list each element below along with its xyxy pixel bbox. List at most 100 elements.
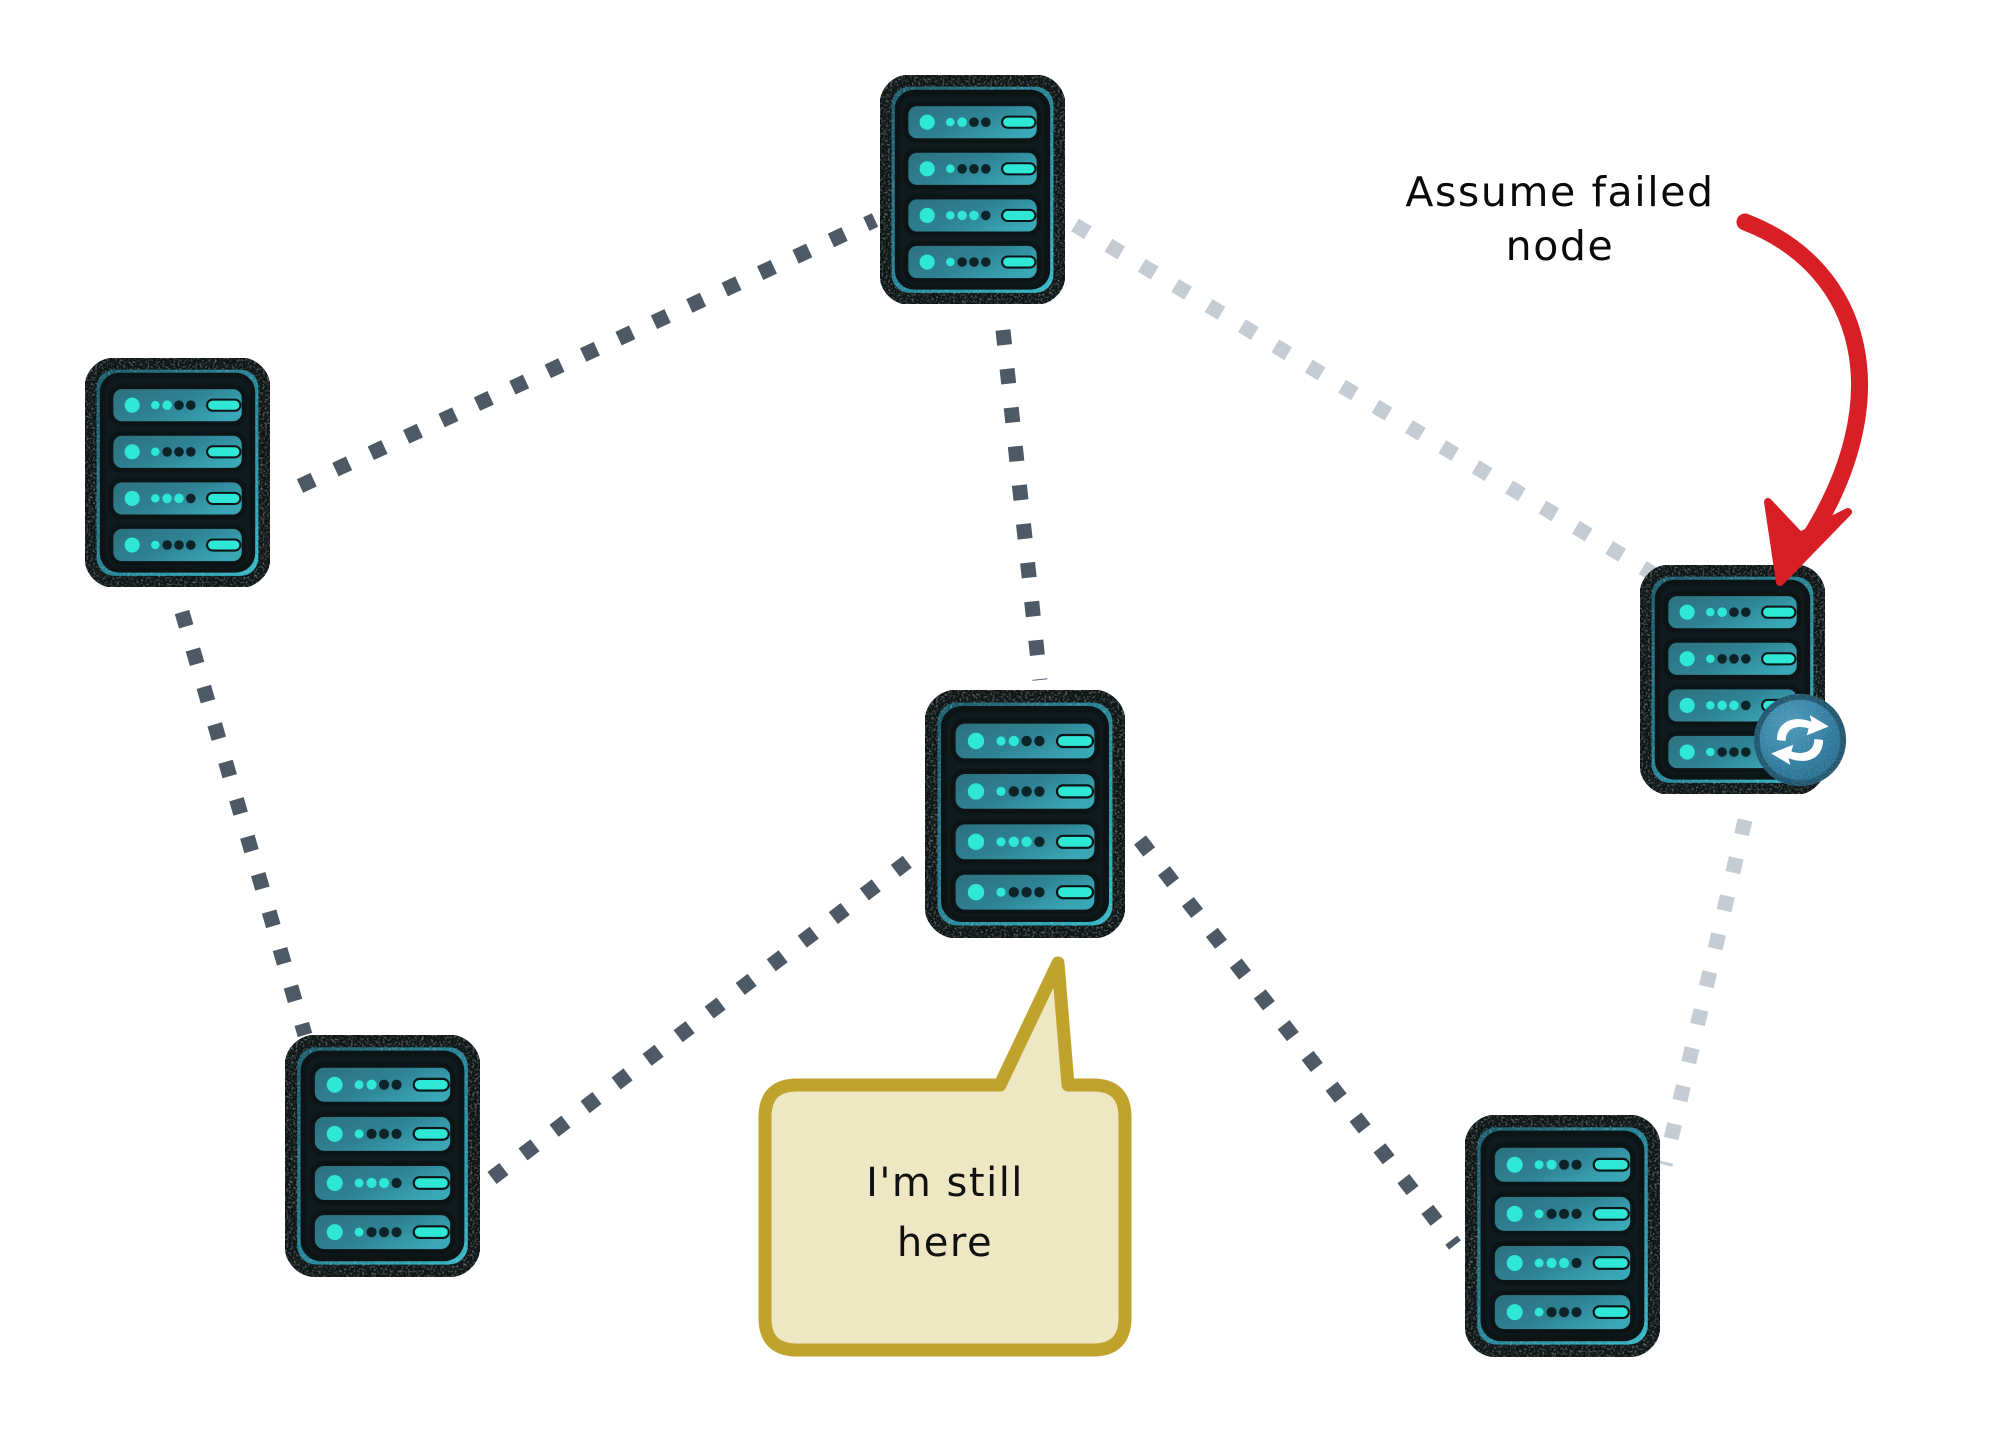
sync-refresh-icon[interactable] bbox=[1752, 692, 1848, 788]
slot-indicator-led bbox=[1717, 700, 1727, 711]
slot-indicator-led bbox=[354, 1227, 364, 1237]
slot-indicator-led bbox=[366, 1227, 377, 1238]
server-node-top-center[interactable] bbox=[879, 74, 1066, 305]
slot-activity-bar bbox=[1055, 784, 1095, 799]
slot-indicator-led bbox=[1034, 786, 1045, 797]
slot-activity-bar bbox=[1001, 162, 1037, 176]
speech-bubble-label: I'm still here bbox=[866, 1160, 1024, 1266]
badge-arrow-forward bbox=[1776, 715, 1829, 741]
slot-indicator-led bbox=[1546, 1159, 1557, 1170]
slot-indicator-led bbox=[162, 446, 172, 457]
slot-indicator-led bbox=[946, 257, 955, 267]
slot-indicator-led bbox=[1558, 1307, 1570, 1318]
badge-circle bbox=[1753, 693, 1847, 787]
slot-indicator-led bbox=[174, 446, 184, 457]
slot-status-led bbox=[326, 1224, 343, 1241]
slot-status-led bbox=[1679, 651, 1695, 667]
slot-activity-bar bbox=[1055, 834, 1095, 849]
slot-status-led bbox=[124, 537, 140, 553]
slot-status-led bbox=[326, 1175, 343, 1191]
slot-indicator-led bbox=[162, 400, 172, 410]
badge-arrow-back bbox=[1771, 739, 1824, 765]
edge-active bbox=[1134, 835, 1461, 1250]
slot-indicator-led bbox=[996, 786, 1006, 796]
slot-indicator-led bbox=[1571, 1257, 1582, 1269]
slot-activity-bar bbox=[1592, 1256, 1630, 1270]
slot-indicator-led bbox=[1741, 700, 1751, 711]
slot-status-led bbox=[967, 783, 985, 800]
server-node-top-left[interactable] bbox=[84, 357, 271, 588]
slot-indicator-led bbox=[1558, 1208, 1570, 1219]
slot-indicator-led bbox=[969, 163, 979, 174]
slot-indicator-led bbox=[391, 1128, 402, 1139]
slot-indicator-led bbox=[378, 1177, 390, 1189]
slot-indicator-led bbox=[946, 117, 955, 127]
slot-activity-bar bbox=[206, 398, 242, 412]
slot-activity-bar bbox=[1592, 1305, 1630, 1320]
slot-indicator-led bbox=[969, 210, 979, 221]
slot-status-led bbox=[967, 833, 985, 850]
slot-status-led bbox=[124, 397, 140, 413]
slot-status-led bbox=[1679, 697, 1695, 713]
slot-status-led bbox=[919, 114, 935, 130]
slot-indicator-led bbox=[1546, 1208, 1557, 1219]
slot-indicator-led bbox=[174, 540, 184, 550]
slot-activity-bar bbox=[1592, 1206, 1630, 1221]
slot-status-led bbox=[1679, 744, 1695, 760]
slot-indicator-led bbox=[1741, 747, 1751, 757]
slot-indicator-led bbox=[151, 400, 160, 410]
slot-indicator-led bbox=[1729, 747, 1739, 757]
slot-indicator-led bbox=[1008, 887, 1019, 898]
server-node-bottom-left[interactable] bbox=[284, 1034, 481, 1280]
slot-indicator-led bbox=[996, 887, 1006, 897]
slot-indicator-led bbox=[366, 1079, 377, 1090]
slot-indicator-led bbox=[981, 257, 991, 267]
slot-status-led bbox=[967, 884, 985, 901]
slot-indicator-led bbox=[174, 400, 184, 410]
slot-indicator-led bbox=[996, 837, 1006, 847]
slot-indicator-led bbox=[1729, 607, 1739, 617]
slot-indicator-led bbox=[378, 1128, 390, 1139]
slot-indicator-led bbox=[1021, 836, 1032, 847]
failed-node-label: Assume failed node bbox=[1405, 168, 1715, 271]
slot-status-led bbox=[919, 207, 935, 223]
slot-activity-bar bbox=[412, 1077, 450, 1092]
slot-indicator-led bbox=[391, 1227, 402, 1238]
slot-activity-bar bbox=[1592, 1157, 1630, 1172]
slot-indicator-led bbox=[957, 117, 967, 127]
slot-indicator-led bbox=[981, 117, 991, 127]
slot-indicator-led bbox=[1741, 607, 1751, 617]
slot-activity-bar bbox=[206, 538, 242, 552]
slot-indicator-led bbox=[981, 210, 991, 221]
server-node-bottom-right[interactable] bbox=[1464, 1114, 1661, 1360]
slot-indicator-led bbox=[996, 736, 1006, 746]
slot-indicator-led bbox=[1008, 836, 1019, 847]
slot-indicator-led bbox=[1534, 1258, 1544, 1268]
sync-refresh-icon bbox=[1753, 693, 1847, 787]
slot-indicator-led bbox=[1034, 887, 1045, 898]
server-icon bbox=[924, 689, 1126, 939]
edge-active bbox=[487, 846, 925, 1184]
slot-activity-bar bbox=[206, 491, 242, 505]
slot-indicator-led bbox=[1534, 1209, 1544, 1219]
slot-indicator-led bbox=[162, 540, 172, 550]
slot-indicator-led bbox=[391, 1079, 402, 1090]
slot-indicator-led bbox=[957, 163, 967, 174]
slot-indicator-led bbox=[162, 493, 172, 504]
slot-indicator-led bbox=[354, 1129, 364, 1139]
slot-indicator-led bbox=[1534, 1160, 1544, 1170]
slot-activity-bar bbox=[1761, 652, 1797, 666]
slot-indicator-led bbox=[366, 1128, 377, 1139]
server-icon bbox=[1464, 1114, 1661, 1358]
slot-indicator-led bbox=[186, 493, 196, 504]
server-node-center[interactable] bbox=[924, 689, 1126, 940]
slot-indicator-led bbox=[1558, 1257, 1570, 1269]
slot-indicator-led bbox=[1717, 747, 1727, 757]
slot-indicator-led bbox=[1729, 653, 1739, 664]
slot-status-led bbox=[1679, 604, 1695, 620]
slot-indicator-led bbox=[1717, 653, 1727, 664]
slot-status-led bbox=[1506, 1255, 1523, 1271]
